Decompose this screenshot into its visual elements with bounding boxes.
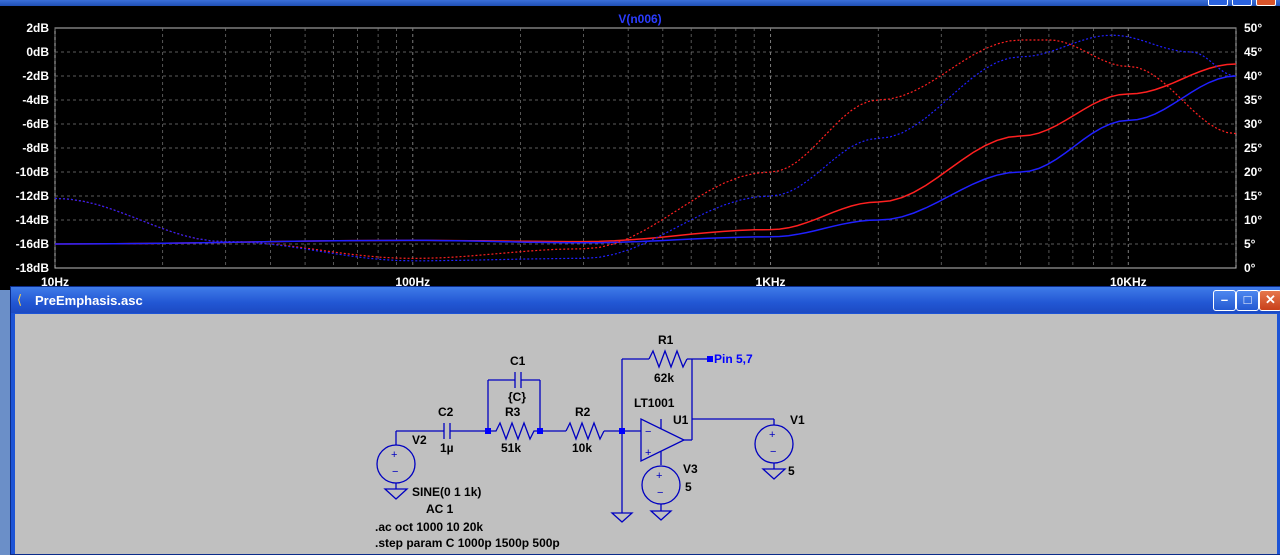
r3-label[interactable]: R3: [505, 405, 521, 419]
svg-text:+: +: [645, 447, 651, 459]
waveform-titlebar[interactable]: [0, 0, 1280, 6]
waveform-close-button[interactable]: [1256, 0, 1276, 6]
y-tick-label-right: 40°: [1244, 69, 1262, 83]
schematic-maximize-button[interactable]: □: [1236, 290, 1259, 311]
svg-text:−: −: [645, 426, 651, 438]
r3-value[interactable]: 51k: [501, 441, 521, 455]
c1-value[interactable]: {C}: [508, 390, 526, 404]
y-tick-label-right: 35°: [1244, 93, 1262, 107]
y-tick-label-right: 25°: [1244, 141, 1262, 155]
x-tick-label: 10Hz: [41, 275, 69, 289]
svg-text:+: +: [656, 470, 662, 482]
y-tick-label-right: 0°: [1244, 261, 1256, 275]
svg-text:+: +: [769, 429, 775, 441]
waveform-minimize-button[interactable]: [1208, 0, 1228, 6]
schematic-window[interactable]: ⟨ PreEmphasis.asc – □ ✕: [10, 286, 1280, 555]
y-tick-label-left: 2dB: [26, 21, 49, 35]
y-tick-label-left: 0dB: [26, 45, 49, 59]
y-tick-label-right: 20°: [1244, 165, 1262, 179]
c2-label[interactable]: C2: [438, 405, 454, 419]
r1-value[interactable]: 62k: [654, 371, 674, 385]
r2-label[interactable]: R2: [575, 405, 591, 419]
svg-text:−: −: [770, 446, 776, 458]
r1-label[interactable]: R1: [658, 333, 674, 347]
schematic-window-title: PreEmphasis.asc: [35, 293, 143, 308]
schematic-minimize-button[interactable]: –: [1213, 290, 1236, 311]
schematic-drawing: +− +− +− −+ C1 {C} R3 51k C2 1µ R2 10k R: [375, 333, 805, 550]
y-tick-label-left: -14dB: [16, 213, 50, 227]
waveform-maximize-button[interactable]: [1232, 0, 1252, 6]
schematic-canvas[interactable]: +− +− +− −+ C1 {C} R3 51k C2 1µ R2 10k R: [15, 314, 1277, 554]
schematic-close-button[interactable]: ✕: [1259, 290, 1280, 311]
v1-label[interactable]: V1: [790, 413, 805, 427]
waveform-plot[interactable]: 2dB 50° 0dB 45° -2dB 40° -4dB 35° -6dB 30° -8dB 25°…: [0, 6, 1280, 290]
waveform-chart: 2dB 50° 0dB 45° -2dB 40° -4dB 35° -6dB 30° -8dB 25°…: [16, 21, 1263, 289]
junction-node: [707, 356, 713, 362]
trace-series-3: [54, 34, 1237, 262]
v2-ac-spec[interactable]: AC 1: [426, 502, 454, 516]
r1-resistor[interactable]: [648, 349, 688, 369]
y-tick-label-left: -2dB: [22, 69, 49, 83]
lt1001-opamp[interactable]: [640, 417, 686, 463]
junction-node: [485, 428, 491, 434]
trace-label[interactable]: V(n006): [618, 12, 662, 26]
c1-label[interactable]: C1: [510, 354, 526, 368]
r2-resistor[interactable]: [565, 421, 605, 441]
trace-series-2: [54, 39, 1237, 260]
v2-sine-spec[interactable]: SINE(0 1 1k): [412, 485, 481, 499]
pin-net-label[interactable]: Pin 5,7: [714, 352, 753, 366]
ac-directive[interactable]: .ac oct 1000 10 20k: [375, 520, 483, 534]
x-tick-label: 100Hz: [395, 275, 430, 289]
y-tick-label-left: -8dB: [22, 141, 49, 155]
y-tick-label-right: 10°: [1244, 213, 1262, 227]
y-tick-label-left: -10dB: [16, 165, 50, 179]
r2-value[interactable]: 10k: [572, 441, 592, 455]
v2-label[interactable]: V2: [412, 433, 427, 447]
junction-node: [619, 428, 625, 434]
step-directive[interactable]: .step param C 1000p 1500p 500p: [375, 536, 560, 550]
waveform-window[interactable]: 2dB 50° 0dB 45° -2dB 40° -4dB 35° -6dB 30° -8dB 25°…: [0, 0, 1280, 290]
y-tick-label-right: 45°: [1244, 45, 1262, 59]
y-tick-label-right: 30°: [1244, 117, 1262, 131]
y-tick-label-right: 50°: [1244, 21, 1262, 35]
y-tick-label-left: -6dB: [22, 117, 49, 131]
v3-label[interactable]: V3: [683, 462, 698, 476]
x-tick-label: 10KHz: [1110, 275, 1147, 289]
trace-series-0: [54, 63, 1237, 245]
y-tick-label-left: -16dB: [16, 237, 50, 251]
svg-text:−: −: [657, 487, 663, 499]
trace-series-1: [54, 75, 1237, 245]
c2-value[interactable]: 1µ: [440, 441, 454, 455]
y-tick-label-right: 5°: [1244, 237, 1256, 251]
schematic-app-icon: ⟨: [17, 292, 23, 307]
x-tick-label: 1KHz: [756, 275, 786, 289]
y-tick-label-left: -4dB: [22, 93, 49, 107]
opamp-label[interactable]: LT1001: [634, 396, 675, 410]
u1-label[interactable]: U1: [673, 413, 689, 427]
y-tick-label-left: -18dB: [16, 261, 50, 275]
svg-text:−: −: [392, 466, 398, 478]
y-tick-label-left: -12dB: [16, 189, 50, 203]
junction-node: [537, 428, 543, 434]
v3-value[interactable]: 5: [685, 480, 692, 494]
schematic-titlebar[interactable]: ⟨ PreEmphasis.asc – □ ✕: [11, 287, 1280, 313]
r3-resistor[interactable]: [488, 421, 540, 441]
v1-value[interactable]: 5: [788, 464, 795, 478]
y-tick-label-right: 15°: [1244, 189, 1262, 203]
svg-text:+: +: [391, 449, 397, 461]
